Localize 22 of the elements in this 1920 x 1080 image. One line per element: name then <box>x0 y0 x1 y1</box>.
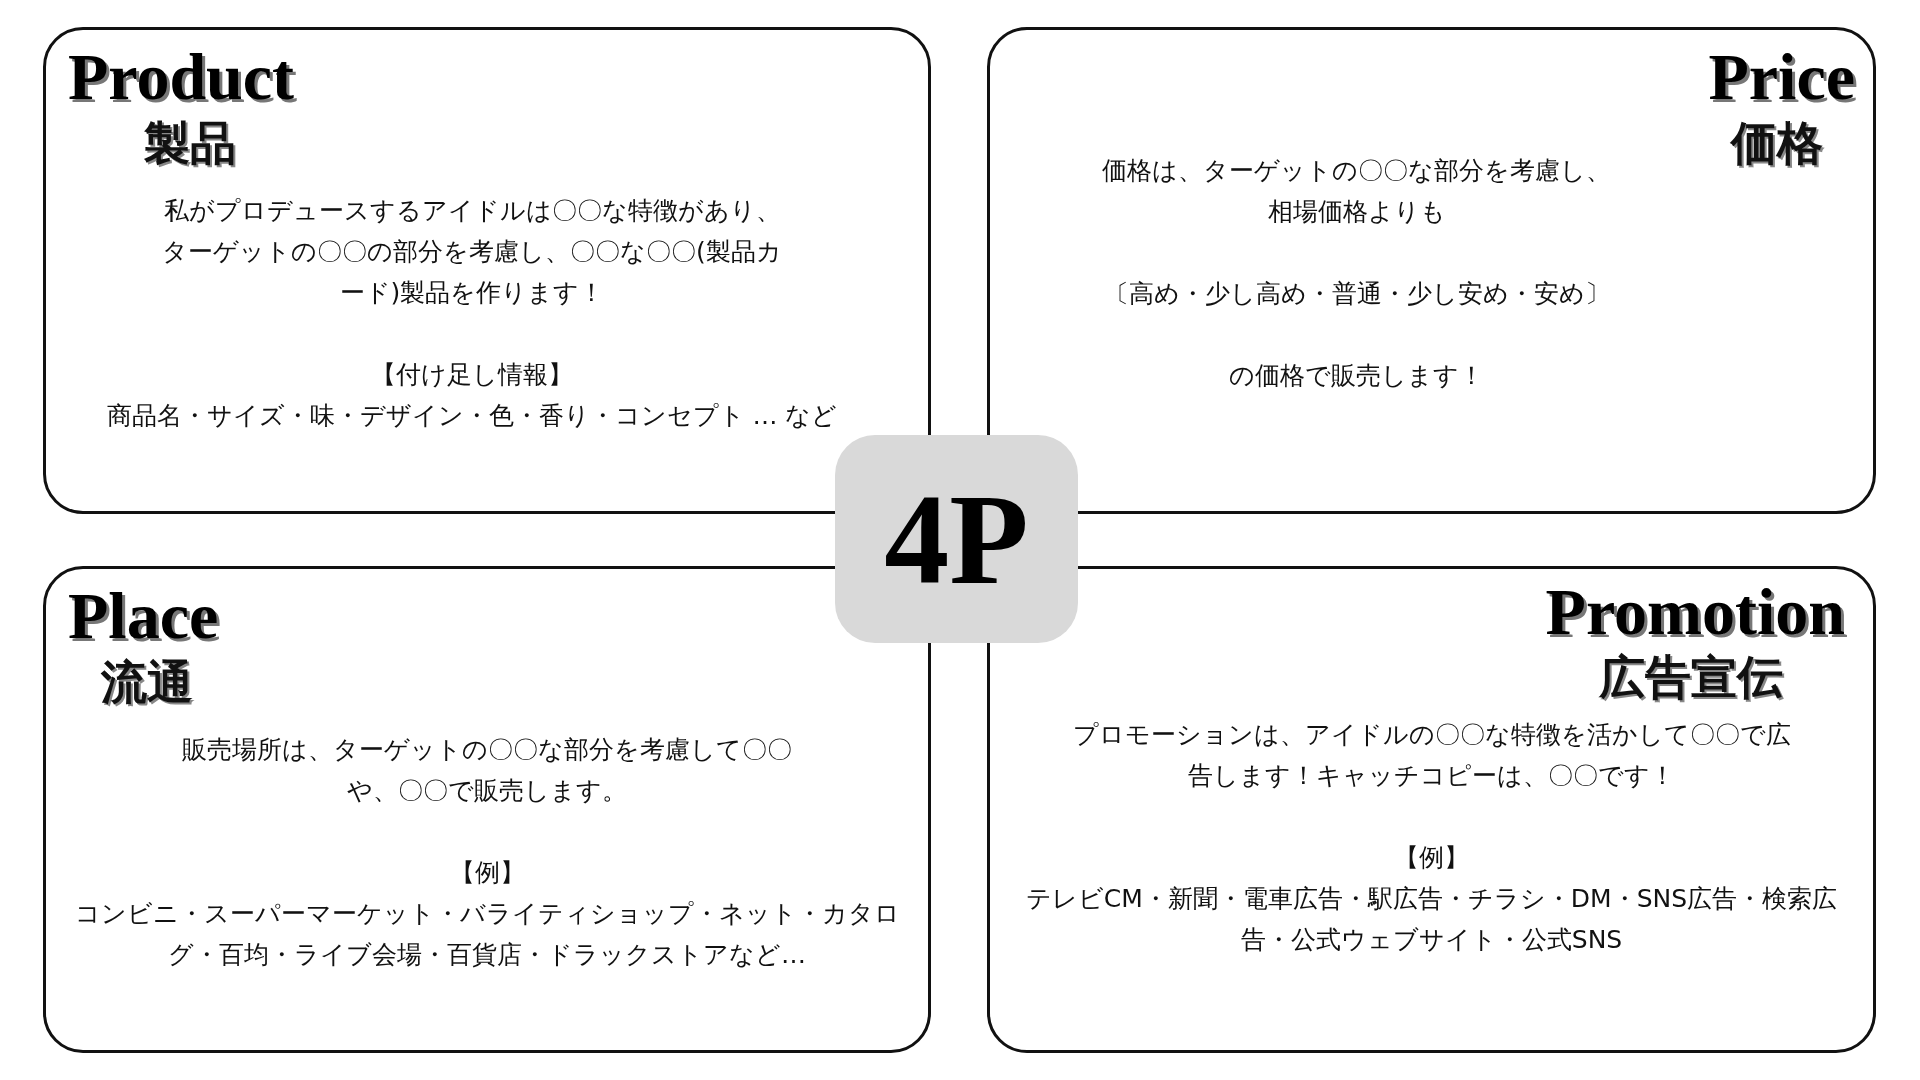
body-text: の価格で販売します！ <box>1228 360 1485 392</box>
body-text: プロモーションは、アイドルの〇〇な特徴を活かして〇〇で広告します！キャッチコピーは、〇〇です！ <box>1071 719 1792 792</box>
body-text: 私がプロデュースするアイドルは〇〇な特徴があり、ターゲットの〇〇の部分を考慮し、〇〇な〇〇(製品カード)製品を作ります！ <box>162 195 782 309</box>
section-subheading: 流通 <box>101 659 193 705</box>
body-text: 【例】 <box>448 857 526 889</box>
body-text: テレビCM・新聞・電車広告・駅広告・チラシ・DM・SNS広告・検索広告・公式ウェブサイト・公式SNS <box>1024 883 1839 956</box>
section-heading: Price <box>1708 44 1855 110</box>
body-text: 価格は、ターゲットの〇〇な部分を考慮し、相場価格よりも <box>1101 155 1612 228</box>
body-text: 【例】 <box>1393 842 1470 874</box>
section-subheading: 広告宣伝 <box>1599 654 1783 700</box>
center-title: 4P <box>884 466 1029 613</box>
body-text: 【付け足し情報】 <box>370 359 574 391</box>
section-subheading: 製品 <box>144 120 236 166</box>
section-heading: Product <box>68 44 295 110</box>
body-text: コンビニ・スーパーマーケット・バライティショップ・ネット・カタログ・百均・ライブ会場・百貨店・ドラックストアなど… <box>73 898 901 971</box>
body-text: 商品名・サイズ・味・デザイン・色・香り・コンセプト … など <box>105 400 839 432</box>
section-subheading: 価格 <box>1731 120 1823 166</box>
body-text: 販売場所は、ターゲットの〇〇な部分を考慮して〇〇や、〇〇で販売します。 <box>181 734 793 807</box>
body-text: 〔高め・少し高め・普通・少し安め・安め〕 <box>1102 278 1611 310</box>
section-heading: Place <box>68 583 219 649</box>
section-heading: Promotion <box>1545 579 1845 645</box>
center-box <box>835 435 1078 643</box>
